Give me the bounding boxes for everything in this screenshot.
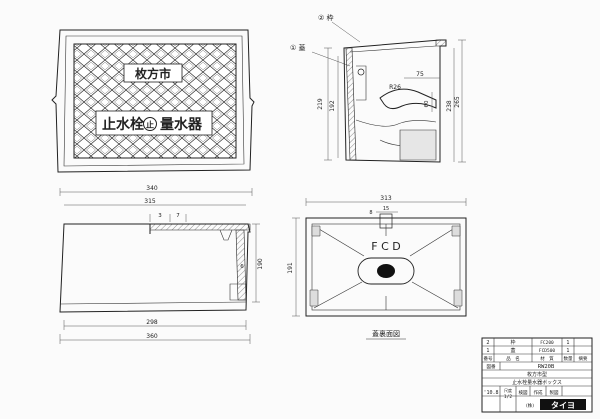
tb-check1: 検図 (519, 389, 528, 396)
lid-city-text: 枚方市 (135, 66, 171, 81)
dim-190: 190 (257, 258, 264, 270)
tb-r1-qty: 1 (566, 348, 569, 354)
fcd-mark: F C D (371, 240, 400, 253)
dim-75: 75 (416, 71, 424, 78)
tb-hdr-qty: 数量 (564, 355, 573, 362)
tb-line-a: 枚方市型 (527, 371, 547, 378)
dim-315: 315 (144, 198, 156, 205)
dim-3: 3 (158, 213, 162, 219)
tb-check2: 作成 (534, 389, 543, 396)
dim-313: 313 (380, 195, 392, 202)
dim-191: 191 (287, 262, 294, 274)
dim-r26: R26 (389, 84, 401, 91)
dim-360: 360 (146, 333, 158, 340)
callout-lid: ① 蓋 (290, 43, 306, 52)
dim-6: 6 (240, 264, 244, 270)
lid-title-right: 量水器 (160, 116, 203, 133)
lid-diamond-pattern (73, 43, 237, 159)
lid-title-mark: 止 (146, 120, 154, 130)
dim-340: 340 (146, 185, 158, 192)
tb-r2-no: 2 (486, 340, 489, 346)
city-label-box (123, 63, 183, 83)
dim-60: 60 (424, 100, 430, 107)
tb-scale: 1/2 (504, 394, 512, 400)
tb-check3: 製図 (550, 389, 559, 396)
company-logo-box (540, 399, 586, 410)
lid-underside-view: 313 8 15 F C D 191 蓋裏面図 (287, 195, 467, 340)
lid-top-view: 枚方市 止水栓 止 量水器 (51, 29, 255, 173)
dim-192: 192 (329, 100, 336, 112)
lid-title-mark-circle (143, 117, 157, 131)
tb-hdr-note: 摘要 (579, 355, 588, 362)
dim-265: 265 (454, 96, 461, 108)
keyhole-mark (377, 264, 395, 278)
tb-hdr-name: 品 名 (506, 355, 520, 362)
tb-r2-mat: FC200 (540, 340, 554, 346)
callout-frame: ② 枠 (318, 13, 334, 22)
tb-date: '10.8 (483, 390, 498, 396)
tb-hdr-mat: 材 質 (540, 355, 554, 362)
lid-title-left: 止水栓 (102, 116, 144, 133)
tb-r1-no: 1 (486, 348, 489, 354)
dim-15: 15 (383, 206, 389, 212)
tb-company: タイヨ (551, 400, 575, 410)
front-view: 340 315 3 7 6 190 298 360 (59, 185, 264, 344)
dim-238: 238 (446, 100, 453, 112)
tb-line-b: 止水栓量水器ボックス (512, 379, 562, 386)
tb-scale-label: 尺度 (504, 387, 512, 393)
tb-hdr-no: 番号 (484, 355, 493, 362)
tb-company-prefix: (株) (526, 402, 534, 409)
title-block: 2 枠 FC200 1 1 蓋 FCD500 1 番号 品 名 材 質 数量 摘… (481, 337, 593, 413)
dim-8: 8 (369, 210, 372, 216)
dim-7: 7 (176, 213, 180, 219)
dim-298: 298 (146, 319, 158, 326)
tb-r2-qty: 1 (566, 340, 569, 346)
tb-code-label: 図番 (487, 363, 496, 370)
dim-219: 219 (317, 98, 324, 110)
tb-r2-name: 枠 (510, 339, 515, 346)
tb-code: RW20B (538, 364, 555, 370)
plan-caption: 蓋裏面図 (372, 329, 400, 338)
tb-r1-mat: FCD500 (539, 348, 556, 354)
section-view: ② 枠 ① 蓋 75 R26 60 219 192 238 265 (290, 13, 466, 163)
tb-r1-name: 蓋 (510, 347, 515, 354)
